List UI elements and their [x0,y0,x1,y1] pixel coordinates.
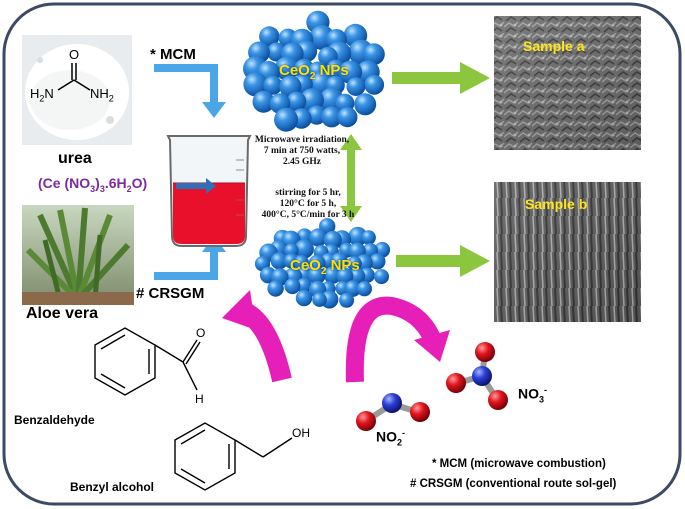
nanoparticle-cluster-top [243,10,385,132]
aldehyde-o-atom: O [196,326,206,340]
nanoparticle [323,266,342,284]
urea-h2n-group: H2N [30,86,54,104]
footnote-crsgm: # CRSGM (conventional route sol-gel) [410,478,617,490]
nitrate-molecule [446,342,508,410]
beaker-liquid [173,183,245,244]
nitrate-label: NO3- [518,385,548,405]
nanoparticle [336,267,354,285]
mcm-blue-arrow [154,64,226,118]
mcm-label: * MCM [150,46,196,63]
nanoparticle [267,280,284,297]
magenta-arrow-left [222,290,292,383]
nanoparticle-cluster-bottom [254,218,391,309]
sample-b-sem-image [494,182,641,322]
nanoparticle [347,256,362,271]
nanoparticle [361,230,376,245]
nanoparticle [267,42,287,62]
nanoparticle [284,278,301,295]
nanoparticle [243,72,268,97]
green-arrow-sample-a [392,62,490,94]
nanoparticle [339,292,355,308]
nanoparticle [344,280,362,297]
crsgm-label: # CRSGM [136,285,205,302]
sample-a-sem-image [494,16,641,150]
nanoparticle [274,56,299,81]
nanoparticle [252,90,275,113]
microwave-conditions: Microwave irradiation, 7 min at 750 watt… [254,135,350,167]
nps-top-label: CeO2 NPs [279,62,349,82]
nanoparticle [337,107,358,128]
benzyl-alcohol-structure [174,422,293,491]
nanoparticle [356,281,372,297]
urea-photo [22,35,132,145]
nanoparticle [284,243,299,258]
nanoparticle [295,289,313,307]
urea-label: urea [58,150,92,167]
aldehyde-h-atom: H [195,392,204,406]
nanoparticle [346,77,366,96]
sample-a-label: Sample a [523,38,585,54]
nanoparticle [369,253,386,270]
nanoparticle [323,230,342,249]
green-arrow-sample-b [396,245,490,277]
alcohol-oh-group: OH [292,426,310,440]
nanoparticle [354,93,377,116]
urea-o-atom: O [69,47,80,62]
nanoparticle [349,268,366,284]
nitrite-molecule [356,393,430,431]
magenta-arrow-right [345,296,450,383]
nanoparticle [263,75,283,95]
nanoparticle [307,266,326,285]
urea-nh2-group: NH2 [90,86,114,104]
nanoparticle [309,228,328,247]
benzaldehyde-label: Benzaldehyde [14,413,95,427]
nanoparticle [293,255,309,270]
nanoparticle [330,252,348,270]
nanoparticle [286,91,307,112]
benzaldehyde-structure [94,327,201,396]
stirring-conditions: stirring for 5 hr, 120°C for 5 h, 400°C,… [261,188,355,220]
nanoparticle [294,239,314,259]
sample-b-label: Sample b [525,196,588,212]
nanoparticle [321,106,343,128]
nanoparticle [374,269,389,285]
nanoparticle [270,252,288,270]
nanoparticle [363,43,385,66]
nanoparticle [312,292,327,307]
ce-nitrate-label: (Ce (NO3)3.6H2O) [38,175,148,194]
footnote-mcm: * MCM (microwave combustion) [432,458,606,470]
nanoparticle [307,105,327,125]
urea-structure [57,63,91,91]
aloe-vera-photo [22,205,134,305]
nanoparticle [296,277,312,294]
nanoparticle [274,107,299,132]
nanoparticle [259,26,280,47]
nitrite-label: NO2- [376,428,406,448]
ce-nitrate-arrow [176,178,216,194]
green-double-arrow [340,134,362,222]
benzyl-alcohol-label: Benzyl alcohol [70,480,155,494]
nanoparticle [364,74,385,95]
aloe-vera-label: Aloe vera [26,305,99,322]
nps-bottom-label: CeO2 NPs [290,257,360,277]
